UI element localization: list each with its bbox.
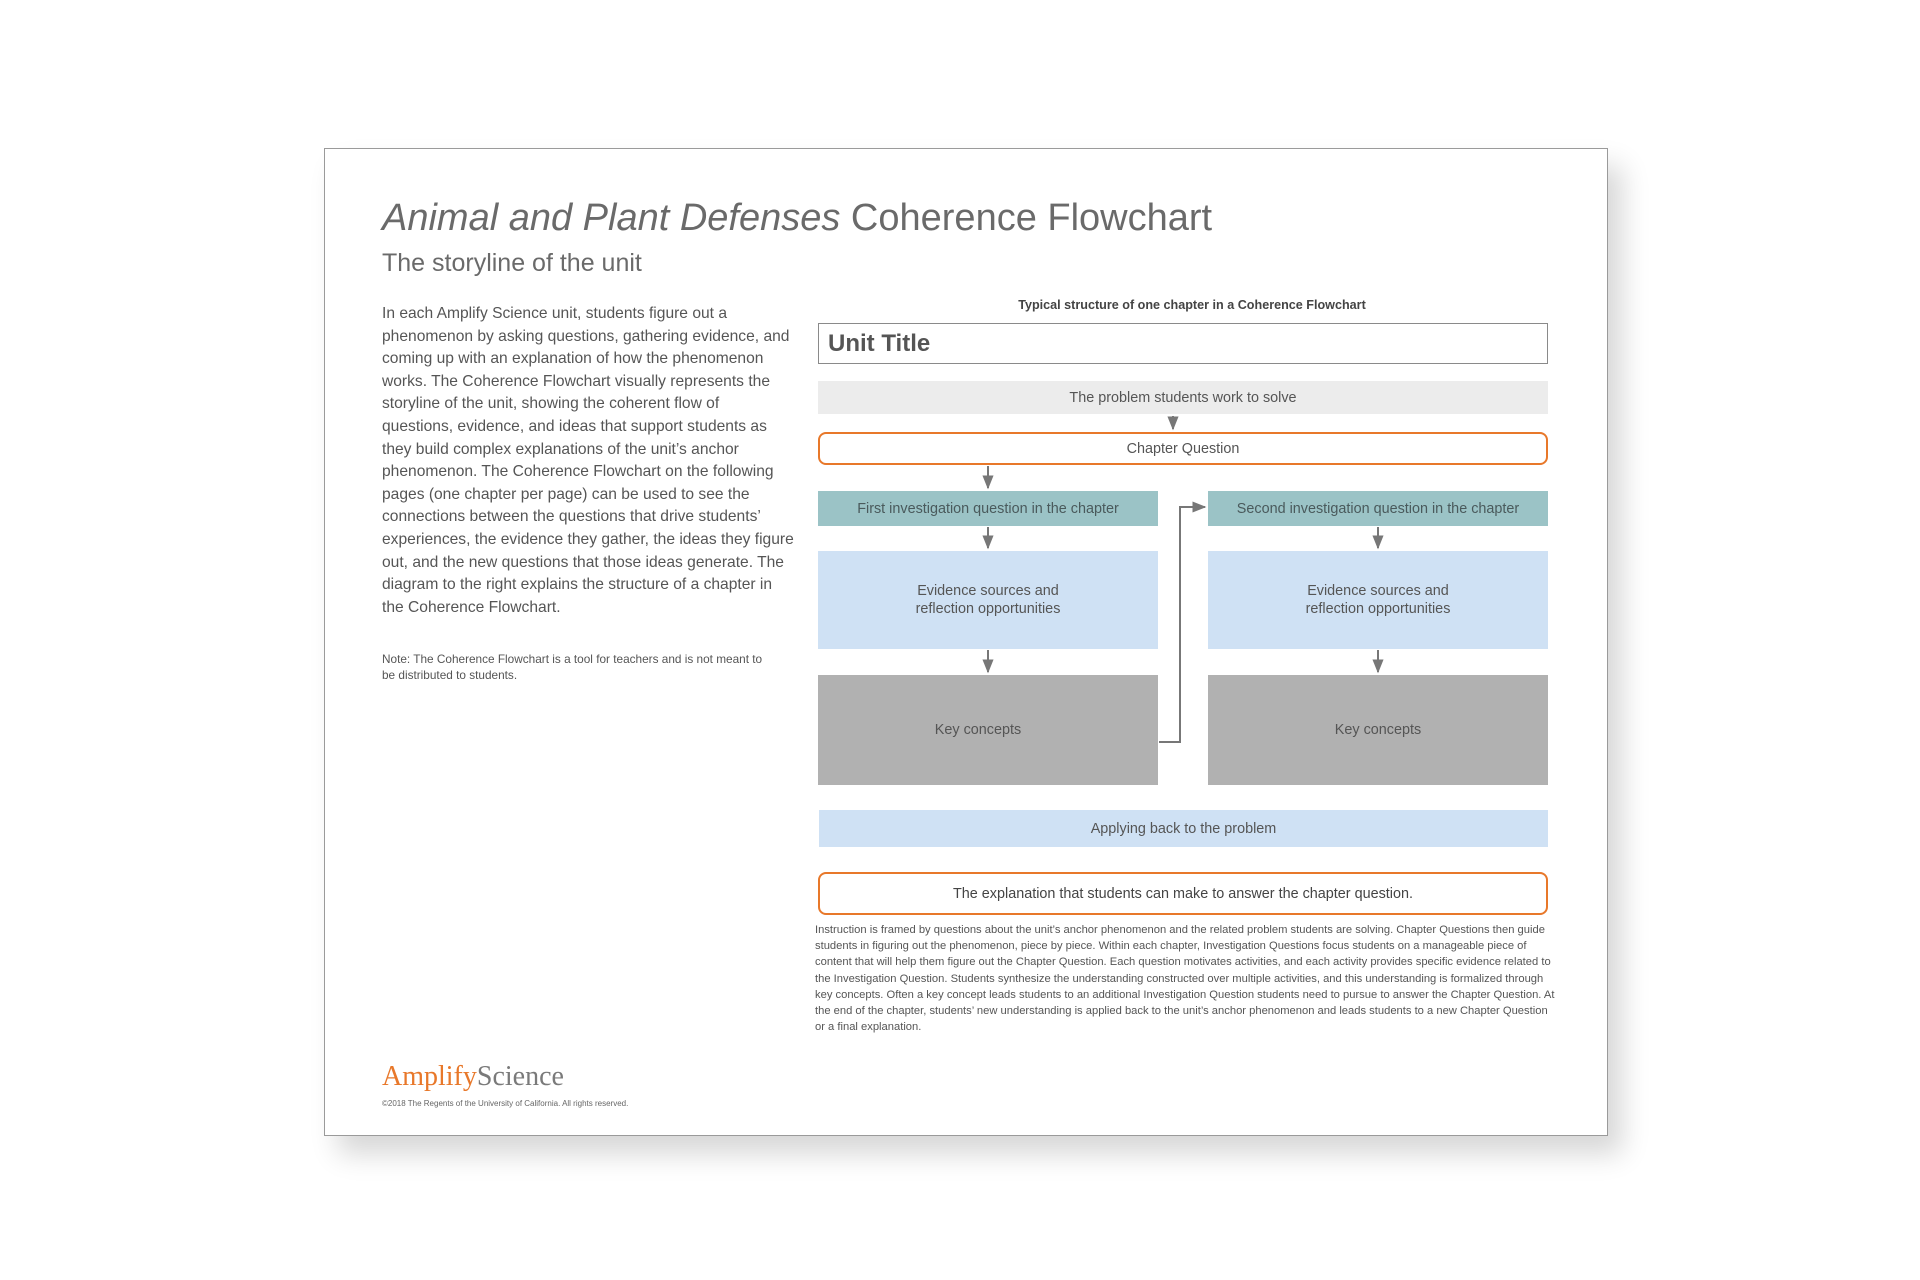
right-key-concepts-box: Key concepts: [1208, 675, 1548, 785]
explanation-box: The explanation that students can make t…: [818, 872, 1548, 915]
left-evidence-line1: Evidence sources and: [917, 583, 1059, 599]
brand-part-amplify: Amplify: [382, 1061, 477, 1092]
left-key-concepts-box: Key concepts: [818, 675, 1158, 785]
left-evidence-box: Evidence sources and reflection opportun…: [818, 551, 1158, 649]
amplify-science-logo: AmplifyScience: [382, 1061, 564, 1093]
right-evidence-box: Evidence sources and reflection opportun…: [1208, 551, 1548, 649]
title-suffix: Coherence Flowchart: [840, 197, 1213, 239]
problem-box: The problem students work to solve: [818, 381, 1548, 414]
page-title: Animal and Plant Defenses Coherence Flow…: [382, 197, 1212, 240]
document-page: Animal and Plant Defenses Coherence Flow…: [324, 148, 1608, 1136]
diagram-caption: Typical structure of one chapter in a Co…: [1018, 298, 1366, 312]
arrow-key-to-second-investigation: [1159, 501, 1207, 743]
right-evidence-line1: Evidence sources and: [1307, 583, 1449, 599]
chapter-question-box: Chapter Question: [818, 432, 1548, 465]
copyright-notice: ©2018 The Regents of the University of C…: [382, 1099, 629, 1108]
intro-paragraph: In each Amplify Science unit, students f…: [382, 305, 794, 616]
first-investigation-question-box: First investigation question in the chap…: [818, 491, 1158, 526]
brand-part-science: Science: [476, 1061, 564, 1092]
teacher-note: Note: The Coherence Flowchart is a tool …: [382, 652, 763, 682]
unit-title-box: Unit Title: [818, 323, 1548, 364]
title-unit-name: Animal and Plant Defenses: [382, 197, 841, 239]
right-evidence-line2: reflection opportunities: [1305, 601, 1451, 617]
left-evidence-line2: reflection opportunities: [915, 601, 1061, 617]
second-investigation-question-box: Second investigation question in the cha…: [1208, 491, 1548, 526]
explanation-paragraph: Instruction is framed by questions about…: [815, 924, 1555, 1034]
page-subtitle: The storyline of the unit: [382, 249, 642, 277]
applying-back-box: Applying back to the problem: [819, 810, 1548, 847]
